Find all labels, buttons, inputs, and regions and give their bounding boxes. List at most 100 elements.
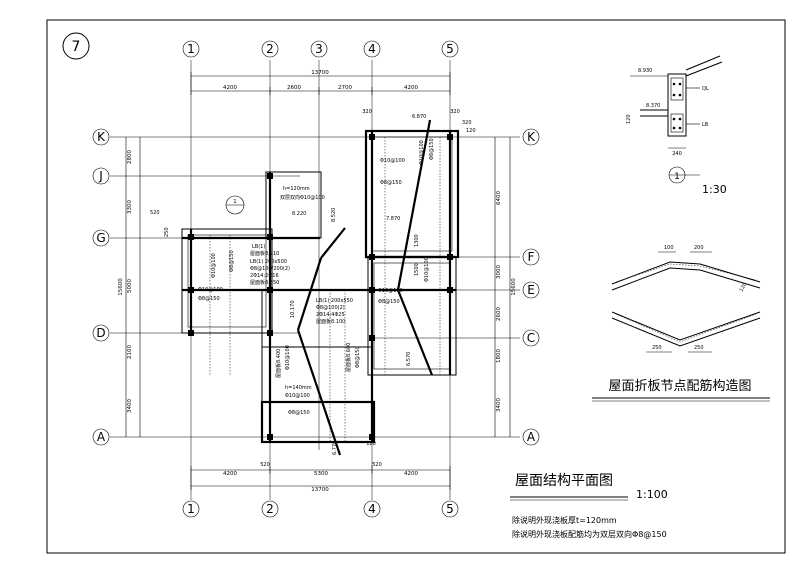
dim-text: 1800 [496, 349, 502, 363]
detail-elev: 8.370 [646, 103, 660, 109]
dim-text: 320 [462, 120, 472, 126]
dim-text: 250 [164, 227, 170, 237]
annotation: Φ10@100 [211, 253, 217, 278]
dim-text: 320 [450, 109, 460, 115]
fold-dim: 120 [739, 282, 749, 293]
dim-text: 520 [372, 462, 382, 468]
annotation: h=120mm [283, 186, 310, 192]
note-line: 除说明外现浇板配筋均为双层双向Φ8@150 [512, 529, 667, 539]
dim-text: 3300 [127, 200, 133, 214]
fold-dim: 250 [694, 345, 704, 351]
dimensions-right: 6400 3000 2600 1800 3400 15600 [494, 137, 517, 437]
dim-text: 4200 [404, 85, 418, 91]
section-marker-label: 1 [233, 199, 236, 205]
annotation: 6.870 [412, 114, 426, 120]
dim-text: 2600 [496, 307, 502, 321]
dim-text: 320 [362, 109, 372, 115]
dim-text: 2600 [287, 85, 301, 91]
axis-bubbles-left: K J G D A [92, 128, 110, 446]
dim-text: 3400 [496, 398, 502, 412]
axis-label: F [528, 250, 535, 264]
sheet-number-marker: 7 [62, 32, 90, 60]
axis-label: G [96, 231, 105, 245]
plan-scale: 1:100 [636, 488, 668, 501]
sheet-border [46, 19, 786, 554]
annotation: Φ8@100/200(2) [250, 266, 290, 272]
annotation: Φ8@150 [380, 180, 402, 186]
annotation: 8.220 [292, 211, 306, 217]
axis-label: D [96, 326, 105, 340]
axis-label: J [98, 169, 103, 183]
axis-label: 2 [266, 42, 274, 56]
annotation: 双层双向Φ10@100 [280, 194, 325, 201]
fold-title: 屋面折板节点配筋构造图 [608, 378, 751, 394]
axis-label: A [97, 430, 106, 444]
dim-text: 4200 [223, 471, 237, 477]
axis-label: A [527, 430, 536, 444]
plan-title: 屋面结构平面图 [515, 473, 613, 489]
dim-text: 2100 [127, 345, 133, 359]
dim-text: 4200 [223, 85, 237, 91]
annotation: 屋面板8.650 [250, 279, 279, 286]
annotation: 屋面板8.600 [345, 343, 352, 372]
dim-text: 13700 [311, 70, 329, 76]
detail-section-1-30: 8.930 8.370 QL LB 240 120 1 1:30 [626, 55, 727, 196]
detail-label: LB [702, 122, 709, 128]
dim-text: 13700 [311, 487, 329, 493]
axis-label: 4 [368, 502, 376, 516]
axis-label: 2 [266, 502, 274, 516]
annotation: 10.170 [290, 301, 296, 319]
detail-elev: 8.930 [638, 68, 652, 74]
annotation: 2Φ14;4Φ25 [316, 312, 345, 318]
fold-plate-detail: 100 200 250 250 120 屋面折板节点配筋构造图 [592, 245, 770, 402]
annotation: Φ10@100 [285, 345, 291, 370]
annotation: 屋面板8.400 [275, 349, 282, 378]
dim-text: 2700 [338, 85, 352, 91]
axis-label: C [527, 331, 535, 345]
annotation: Φ10@100 [419, 140, 425, 165]
fold-dim: 100 [664, 245, 674, 251]
fold-dim: 200 [694, 245, 704, 251]
dimensions-bottom: 4200 5300 4200 13700 520 520 120 [190, 441, 451, 493]
dim-text: 15600 [511, 278, 517, 296]
annotation: h=140mm [285, 385, 312, 391]
dim-text: 520 [260, 462, 270, 468]
dim-text: 5000 [127, 279, 133, 293]
annotation: Φ8@100(2) [316, 305, 345, 311]
annotation: 1300 [414, 234, 420, 247]
axis-label: 3 [315, 42, 323, 56]
annotation: Φ10@100 [424, 257, 430, 282]
dimensions-top: 13700 4200 2600 2700 4200 320 320 120 32… [190, 70, 476, 134]
dim-text: 5300 [314, 471, 328, 477]
axis-label: K [97, 130, 106, 144]
axis-label: E [527, 283, 535, 297]
annotation: Φ8@150 [355, 346, 361, 368]
plan-annotations: h=120mm 双层双向Φ10@100 8.220 8.520 LB(1) 屋面… [198, 114, 435, 455]
fold-dim: 250 [652, 345, 662, 351]
annotation: Φ8@150 [378, 299, 400, 305]
annotation: 屋面板8.210 [250, 250, 279, 257]
annotation: 6.570 [406, 352, 412, 366]
annotation: 2Φ14;2Φ16 [250, 273, 279, 279]
detail-dim: 120 [626, 114, 632, 124]
dim-text: 3000 [496, 265, 502, 279]
detail-scale: 1:30 [702, 183, 727, 196]
section-marker-plan: 1 [225, 195, 245, 215]
detail-dim: 240 [672, 151, 682, 157]
annotation: Φ8@150 [198, 296, 220, 302]
dim-text: 120 [466, 128, 476, 134]
detail-marker: 1 [674, 172, 680, 182]
annotation: 屋面板8.100 [316, 318, 345, 325]
axis-label: 1 [187, 42, 195, 56]
dim-text: 6400 [496, 191, 502, 205]
dimensions-left: 2800 3300 5000 2100 3400 15600 520 250 [118, 137, 170, 437]
axis-bubbles-bottom: 1 2 4 5 [182, 500, 459, 518]
annotation: Φ8@150 [229, 250, 235, 272]
plan-title-block: 屋面结构平面图 1:100 除说明外现浇板厚t=120mm 除说明外现浇板配筋均… [510, 473, 668, 539]
dim-text: 15600 [118, 278, 124, 296]
annotation: 1500 [414, 263, 420, 276]
annotation: 6.770 [332, 441, 338, 455]
detail-label: QL [702, 86, 709, 92]
